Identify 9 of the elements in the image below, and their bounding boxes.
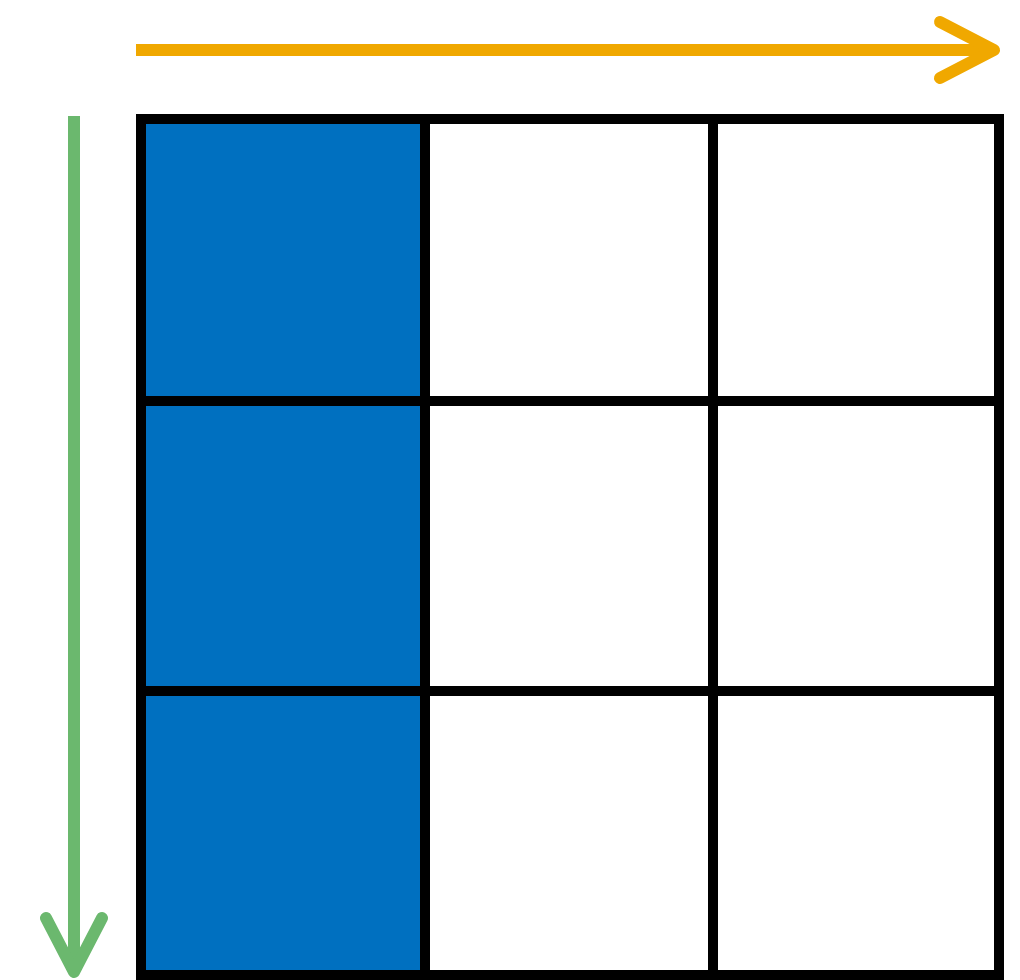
filled-grid-square xyxy=(136,114,426,402)
grid-square xyxy=(426,692,714,980)
grid-square xyxy=(426,402,714,692)
grid-square xyxy=(714,114,1004,402)
grid-square xyxy=(426,114,714,402)
filled-grid-square xyxy=(136,692,426,980)
filled-grid-square xyxy=(136,402,426,692)
grid-square xyxy=(714,692,1004,980)
grid-square xyxy=(714,402,1004,692)
